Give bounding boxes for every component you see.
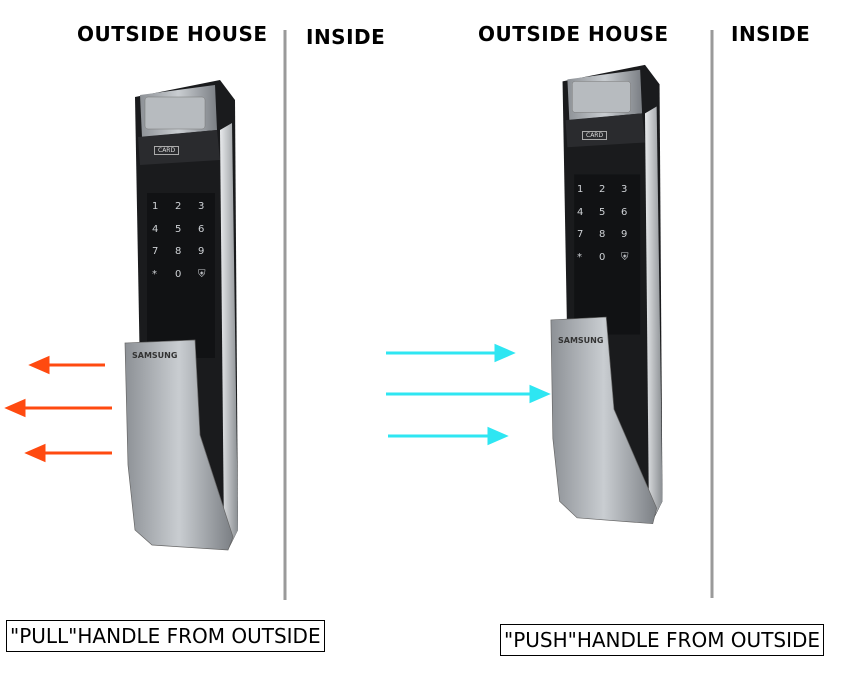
brand-label: SAMSUNG <box>132 351 178 360</box>
keypad-key: 4 <box>577 206 584 218</box>
handle-right <box>550 316 657 525</box>
keypad-key: 0 <box>599 251 606 263</box>
keypad-key: 5 <box>175 223 182 235</box>
pull-caption: "PULL"HANDLE FROM OUTSIDE <box>6 620 325 652</box>
keypad-key: * <box>577 251 582 263</box>
keypad-key: 6 <box>198 223 205 235</box>
keypad-key: 9 <box>198 246 205 257</box>
handle-left <box>124 339 234 551</box>
lock-left <box>124 79 239 551</box>
keypad-key: 2 <box>175 201 182 212</box>
pull-arrows <box>4 355 112 463</box>
lock-right <box>550 64 663 525</box>
inside-label-left: INSIDE <box>306 25 386 49</box>
push-caption: "PUSH"HANDLE FROM OUTSIDE <box>500 624 825 656</box>
keypad-key: 3 <box>621 184 628 195</box>
keypad-key: 1 <box>577 184 584 195</box>
keypad-key: 4 <box>152 223 159 235</box>
keypad-key: 1 <box>152 201 159 212</box>
keypad-key: 7 <box>152 246 159 257</box>
keypad-key: 5 <box>599 206 606 218</box>
keypad-key: 6 <box>621 206 628 218</box>
keypad-key: 3 <box>198 201 205 212</box>
keypad-key: 8 <box>599 229 606 240</box>
keypad-key: 8 <box>175 246 182 257</box>
keypad-key: 2 <box>599 184 606 195</box>
keypad-key: * <box>152 268 157 280</box>
inside-label-right: INSIDE <box>731 22 811 46</box>
keypad-key: 9 <box>621 229 628 240</box>
keypad-key: ⛨ <box>198 268 206 280</box>
keypad-key: 7 <box>577 229 584 240</box>
card-label: CARD <box>582 131 608 140</box>
push-arrows <box>386 343 551 446</box>
outside-house-label-left: OUTSIDE HOUSE <box>77 22 268 46</box>
keypad-key: ⛨ <box>621 251 629 263</box>
keypad-key: 0 <box>175 268 182 280</box>
outside-house-label-right: OUTSIDE HOUSE <box>478 22 669 46</box>
card-label: CARD <box>154 146 180 155</box>
brand-label: SAMSUNG <box>558 336 604 345</box>
